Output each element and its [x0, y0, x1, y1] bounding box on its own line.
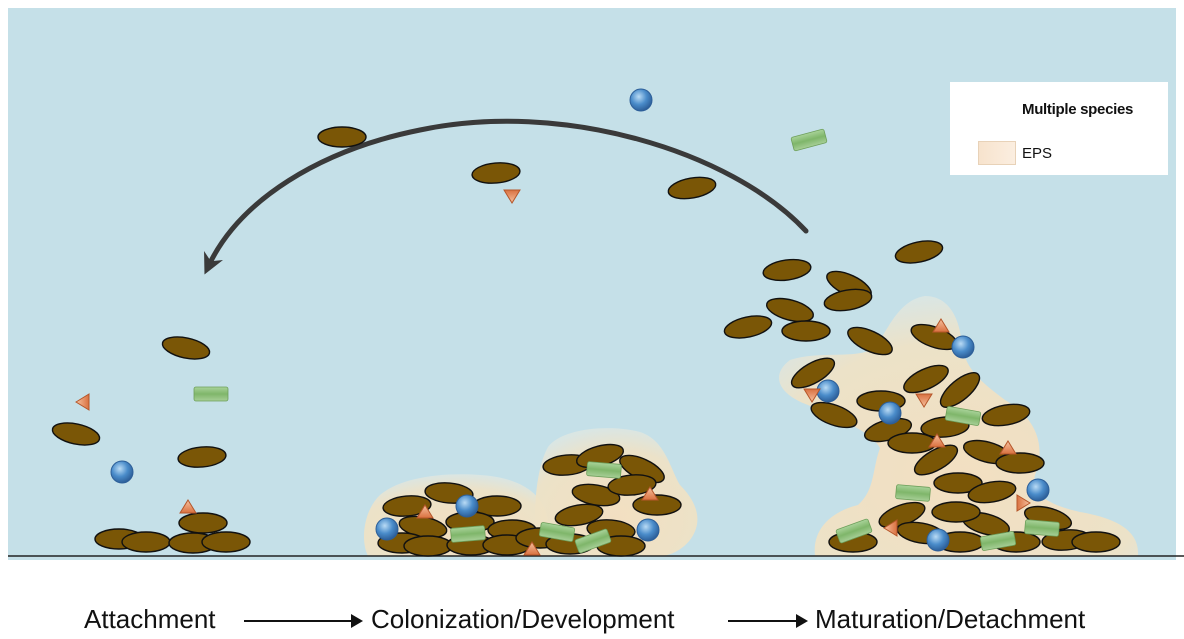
- coccus-bacterium: [375, 517, 399, 541]
- rod-bacterium: [177, 446, 227, 468]
- triangle-bacterium: [883, 519, 898, 537]
- rod-bacterium: [790, 357, 836, 389]
- legend-eps-swatch: [978, 141, 1016, 165]
- filamentous-bacterium: [790, 128, 828, 152]
- filamentous-bacterium: [1024, 519, 1060, 537]
- coccus-bacterium: [629, 88, 653, 112]
- legend-species-label: Multiple species: [1022, 101, 1134, 118]
- filamentous-bacterium: [835, 518, 873, 544]
- rod-bacterium: [762, 258, 812, 282]
- filamentous-bacterium: [944, 406, 982, 426]
- rod-bacterium: [781, 320, 831, 342]
- triangle-bacterium: [75, 393, 90, 411]
- coccus-bacterium: [926, 528, 950, 552]
- rod-bacterium: [847, 326, 893, 356]
- rod-bacterium: [471, 162, 521, 184]
- stage-label-attachment: Attachment: [84, 604, 216, 634]
- stage-arrow-right-icon: [244, 614, 363, 628]
- coccus-bacterium: [878, 401, 902, 425]
- stage-sequence: Attachment Colonization/Development Matu…: [0, 600, 1184, 634]
- rod-bacterium: [967, 480, 1017, 504]
- rod-bacterium: [931, 501, 981, 523]
- rod-bacterium: [161, 336, 211, 360]
- rod-bacterium: [933, 472, 983, 494]
- stage-label-colonization: Colonization/Development: [371, 604, 675, 634]
- triangle-bacterium: [803, 388, 821, 403]
- rod-bacterium: [1071, 531, 1121, 553]
- rod-bacterium: [51, 422, 101, 446]
- stage-arrow-right-icon: [728, 614, 808, 628]
- triangle-bacterium: [503, 189, 521, 204]
- rod-bacterium: [317, 126, 367, 148]
- filamentous-bacterium: [193, 386, 229, 402]
- rod-bacterium: [810, 401, 858, 429]
- coccus-bacterium: [1026, 478, 1050, 502]
- rod-bacterium: [723, 315, 773, 339]
- triangle-bacterium: [416, 504, 434, 519]
- triangle-bacterium: [523, 541, 541, 556]
- cells-layer: [51, 88, 1121, 557]
- filamentous-bacterium: [979, 531, 1017, 551]
- triangle-bacterium: [999, 440, 1017, 455]
- filamentous-bacterium: [586, 461, 622, 479]
- triangle-bacterium: [1016, 494, 1031, 512]
- coccus-bacterium: [816, 379, 840, 403]
- rod-bacterium: [981, 403, 1031, 427]
- rod-bacterium: [887, 432, 937, 454]
- rod-bacterium: [382, 495, 432, 517]
- rod-bacterium: [607, 474, 657, 496]
- rod-bacterium: [894, 240, 944, 264]
- rod-bacterium: [823, 288, 873, 312]
- detachment-reattachment-arrow: [204, 118, 809, 275]
- triangle-bacterium: [932, 318, 950, 333]
- triangle-bacterium: [928, 433, 946, 448]
- rod-bacterium: [403, 535, 453, 557]
- filamentous-bacterium: [538, 522, 576, 542]
- stage-label-maturation: Maturation/Detachment: [815, 604, 1086, 634]
- rod-bacterium: [178, 512, 228, 534]
- triangle-bacterium: [641, 486, 659, 501]
- rod-bacterium: [913, 444, 959, 476]
- rod-bacterium: [903, 364, 949, 394]
- rod-bacterium: [554, 503, 604, 527]
- coccus-bacterium: [110, 460, 134, 484]
- triangle-bacterium: [915, 393, 933, 408]
- rod-bacterium: [667, 176, 717, 200]
- rod-bacterium: [201, 531, 251, 553]
- triangle-bacterium: [179, 499, 197, 514]
- coccus-bacterium: [636, 518, 660, 542]
- rod-bacterium: [121, 531, 171, 553]
- coccus-bacterium: [951, 335, 975, 359]
- coccus-bacterium: [455, 494, 479, 518]
- filamentous-bacterium: [574, 528, 612, 554]
- filamentous-bacterium: [450, 525, 486, 543]
- rod-bacterium: [939, 372, 981, 408]
- rod-bacterium: [995, 452, 1045, 474]
- rod-bacterium: [765, 297, 815, 323]
- legend-eps-label: EPS: [1022, 145, 1053, 162]
- filamentous-bacterium: [895, 484, 931, 502]
